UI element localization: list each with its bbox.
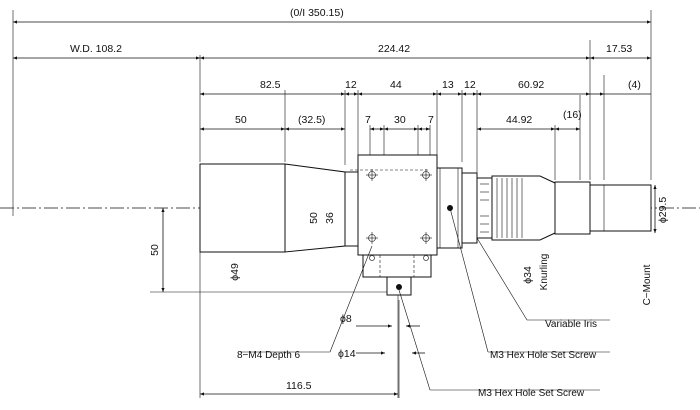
label-knurling: Knurling xyxy=(539,254,550,291)
dim-30: 30 xyxy=(394,114,406,126)
label-c-mount: C−Mount xyxy=(642,264,653,305)
dim-overall: (0/I 350.15) xyxy=(290,7,344,19)
dim-diameter-8: ϕ8 xyxy=(340,313,352,325)
label-set-screw-1: M3 Hex Hole Set Screw xyxy=(490,350,597,361)
dim-height-to-axis: 50 xyxy=(149,244,161,256)
leader-lines xyxy=(240,207,610,391)
dim-12-a: 12 xyxy=(345,79,357,91)
dim-length: 224.42 xyxy=(378,43,410,55)
dim-mount-offset: (4) xyxy=(628,79,641,91)
dim-diameter-14: ϕ14 xyxy=(338,348,356,360)
iris-ring xyxy=(476,177,493,239)
dim-diameter-34: ϕ34 xyxy=(522,266,534,284)
dim-32-5: (32.5) xyxy=(298,114,325,126)
iris-scale xyxy=(480,183,489,233)
knurling-ring xyxy=(491,175,556,241)
set-screw-marker-2 xyxy=(396,284,402,290)
c-mount xyxy=(589,184,652,232)
dim-44: 44 xyxy=(390,79,402,91)
dim-50-top: 50 xyxy=(235,114,247,126)
dim-13: 13 xyxy=(442,79,454,91)
dim-working-distance: W.D. 108.2 xyxy=(70,43,122,55)
label-variable-iris: Variable Iris xyxy=(545,319,597,330)
dim-front-diameter: ϕ49 xyxy=(229,263,241,281)
dim-82-5: 82.5 xyxy=(260,79,281,91)
lens-body xyxy=(199,154,652,398)
dim-block-inner: 36 xyxy=(324,212,336,224)
dim-16: (16) xyxy=(563,109,582,121)
dim-7-b: 7 xyxy=(428,114,434,126)
dim-7-a: 7 xyxy=(365,114,371,126)
dim-bottom-length: 116.5 xyxy=(286,380,312,392)
label-m4-holes: 8−M4 Depth 6 xyxy=(237,350,301,361)
knurling-texture xyxy=(496,178,523,238)
dim-60-92: 60.92 xyxy=(518,79,544,91)
front-barrel xyxy=(199,163,286,253)
base-plate xyxy=(362,254,432,278)
dim-block-height: 50 xyxy=(308,212,320,224)
front-taper xyxy=(284,163,346,253)
dim-mount-flange: 17.53 xyxy=(606,43,632,55)
dim-44-92: 44.92 xyxy=(506,114,532,126)
dimension-lines xyxy=(13,20,657,396)
dim-diameter-29-5: ϕ29.5 xyxy=(657,197,669,223)
dim-12-b: 12 xyxy=(464,79,476,91)
label-set-screw-2: M3 Hex Hole Set Screw xyxy=(478,388,585,399)
m4-hole-markers xyxy=(366,169,432,261)
